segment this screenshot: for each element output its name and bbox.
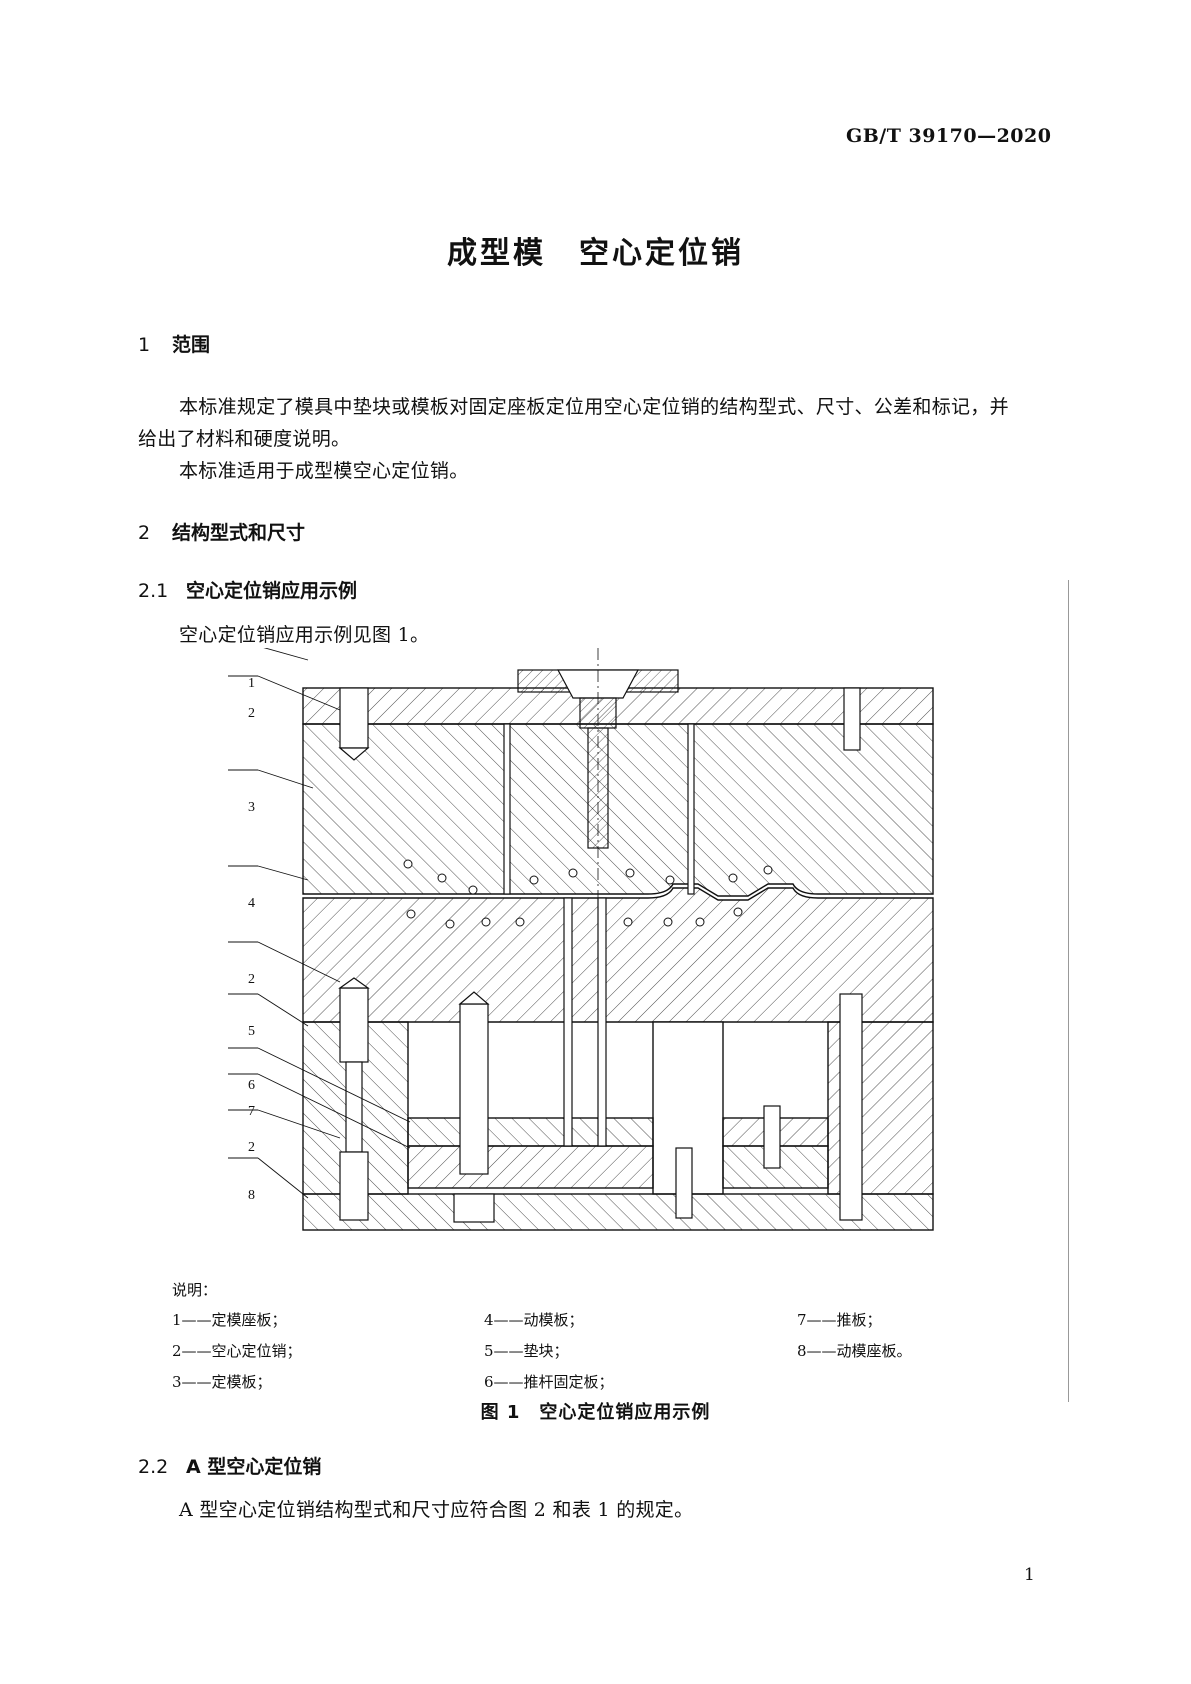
figure-callout: 2 (248, 972, 255, 987)
section-title: A 型空心定位销 (186, 1456, 322, 1478)
figure-callout: 2 (248, 706, 255, 721)
section-number: 2.2 (138, 1456, 169, 1478)
legend-item: 8——动模座板。 (797, 1342, 912, 1360)
section-title: 空心定位销应用示例 (186, 580, 358, 602)
section-number: 2 (138, 522, 151, 544)
page-number: 1 (1024, 1565, 1035, 1585)
section-2-1-heading: 2.1 空心定位销应用示例 (138, 576, 357, 603)
figure-callout: 5 (248, 1024, 255, 1039)
paragraph: A 型空心定位销结构型式和尺寸应符合图 2 和表 1 的规定。 (179, 1499, 694, 1521)
margin-rule (1068, 580, 1069, 1402)
legend-item: 3——定模板； (172, 1373, 272, 1391)
paragraph: 本标准适用于成型模空心定位销。 (179, 460, 469, 482)
legend-item: 5——垫块； (484, 1342, 569, 1360)
paragraph-line: 本标准规定了模具中垫块或模板对固定座板定位用空心定位销的结构型式、尺寸、公差和标… (179, 396, 1009, 418)
legend-item: 4——动模板； (484, 1311, 584, 1329)
section-number: 2.1 (138, 580, 169, 602)
figure-callout: 8 (248, 1188, 255, 1203)
figure-callout: 4 (248, 896, 255, 911)
mold-assembly-drawing (228, 648, 934, 1231)
figure-callout: 7 (248, 1104, 255, 1119)
section-number: 1 (138, 334, 151, 356)
section-2-heading: 2 结构型式和尺寸 (138, 518, 305, 545)
figure-callout: 2 (248, 1140, 255, 1155)
paragraph: 空心定位销应用示例见图 1。 (179, 624, 430, 646)
section-title: 范围 (172, 334, 211, 356)
standard-code: GB/T 39170—2020 (846, 125, 1052, 147)
legend-item: 7——推板； (797, 1311, 882, 1329)
figure-callout: 6 (248, 1078, 255, 1093)
figure-callout: 1 (248, 676, 255, 691)
figure-callout: 3 (248, 800, 255, 815)
legend-item: 2——空心定位销； (172, 1342, 302, 1360)
legend-title: 说明： (172, 1281, 218, 1299)
section-title: 结构型式和尺寸 (172, 522, 306, 544)
section-2-2-heading: 2.2 A 型空心定位销 (138, 1452, 321, 1479)
document-title: 成型模 空心定位销 (447, 236, 744, 271)
section-1-heading: 1 范围 (138, 330, 210, 357)
paragraph-line: 给出了材料和硬度说明。 (138, 428, 351, 450)
figure-caption: 图 1 空心定位销应用示例 (480, 1402, 711, 1423)
legend-item: 1——定模座板； (172, 1311, 287, 1329)
legend-item: 6——推杆固定板； (484, 1373, 614, 1391)
